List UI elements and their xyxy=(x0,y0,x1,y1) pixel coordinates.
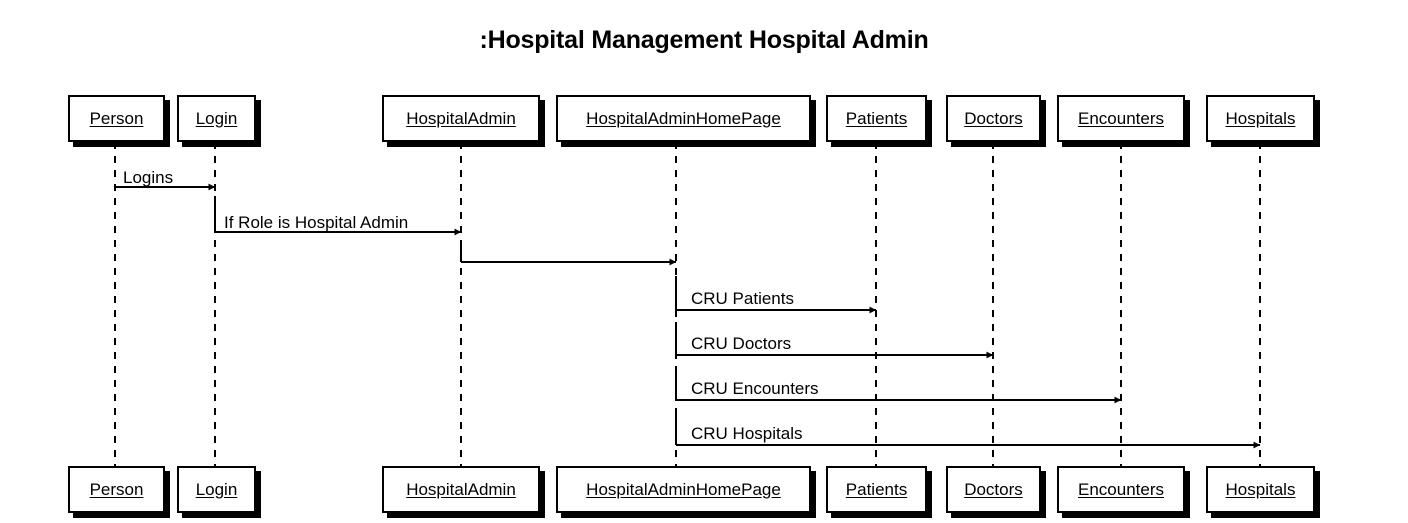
participant-label: HospitalAdmin xyxy=(406,479,516,499)
participant-label: Doctors xyxy=(964,479,1023,499)
message-label-m7: CRU Hospitals xyxy=(691,424,803,443)
participant-box-encounters-bottom[interactable]: Encounters xyxy=(1057,466,1185,513)
participant-box-hospitals-bottom[interactable]: Hospitals xyxy=(1206,466,1315,513)
messages-group xyxy=(115,183,1261,449)
participant-label: Encounters xyxy=(1078,108,1164,128)
participant-box-hospitals-top[interactable]: Hospitals xyxy=(1206,95,1315,142)
participant-label: Encounters xyxy=(1078,479,1164,499)
participant-label: Patients xyxy=(845,479,908,499)
message-label-m2: If Role is Hospital Admin xyxy=(224,213,409,232)
participant-label: Hospitals xyxy=(1225,108,1296,128)
participant-label: Patients xyxy=(845,108,908,128)
lifelines-group xyxy=(114,142,1261,466)
participant-box-login-top[interactable]: Login xyxy=(177,95,256,142)
participant-label: Person xyxy=(89,479,144,499)
participant-label: Person xyxy=(89,108,144,128)
participant-box-patients-bottom[interactable]: Patients xyxy=(826,466,927,513)
participant-box-patients-top[interactable]: Patients xyxy=(826,95,927,142)
participant-box-hospitaladmin-top[interactable]: HospitalAdmin xyxy=(382,95,540,142)
participant-box-login-bottom[interactable]: Login xyxy=(177,466,256,513)
message-label-m5: CRU Doctors xyxy=(691,334,792,353)
participant-box-doctors-top[interactable]: Doctors xyxy=(946,95,1041,142)
participant-label: Hospitals xyxy=(1225,479,1296,499)
participant-box-hospitaladmin-bottom[interactable]: HospitalAdmin xyxy=(382,466,540,513)
participant-box-encounters-top[interactable]: Encounters xyxy=(1057,95,1185,142)
participant-label: HospitalAdmin xyxy=(406,108,516,128)
participant-label: HospitalAdminHomePage xyxy=(586,479,781,499)
participant-box-homepage-top[interactable]: HospitalAdminHomePage xyxy=(556,95,811,142)
message-label-m1: Logins xyxy=(123,168,174,187)
message-label-m4: CRU Patients xyxy=(691,289,794,308)
message-label-m6: CRU Encounters xyxy=(691,379,819,398)
participant-label: Login xyxy=(195,108,238,128)
participant-box-person-top[interactable]: Person xyxy=(68,95,165,142)
participant-box-homepage-bottom[interactable]: HospitalAdminHomePage xyxy=(556,466,811,513)
participant-label: HospitalAdminHomePage xyxy=(586,108,781,128)
participant-box-person-bottom[interactable]: Person xyxy=(68,466,165,513)
participant-label: Login xyxy=(195,479,238,499)
diagram-title: :Hospital Management Hospital Admin xyxy=(479,26,929,54)
participant-box-doctors-bottom[interactable]: Doctors xyxy=(946,466,1041,513)
participant-label: Doctors xyxy=(964,108,1023,128)
